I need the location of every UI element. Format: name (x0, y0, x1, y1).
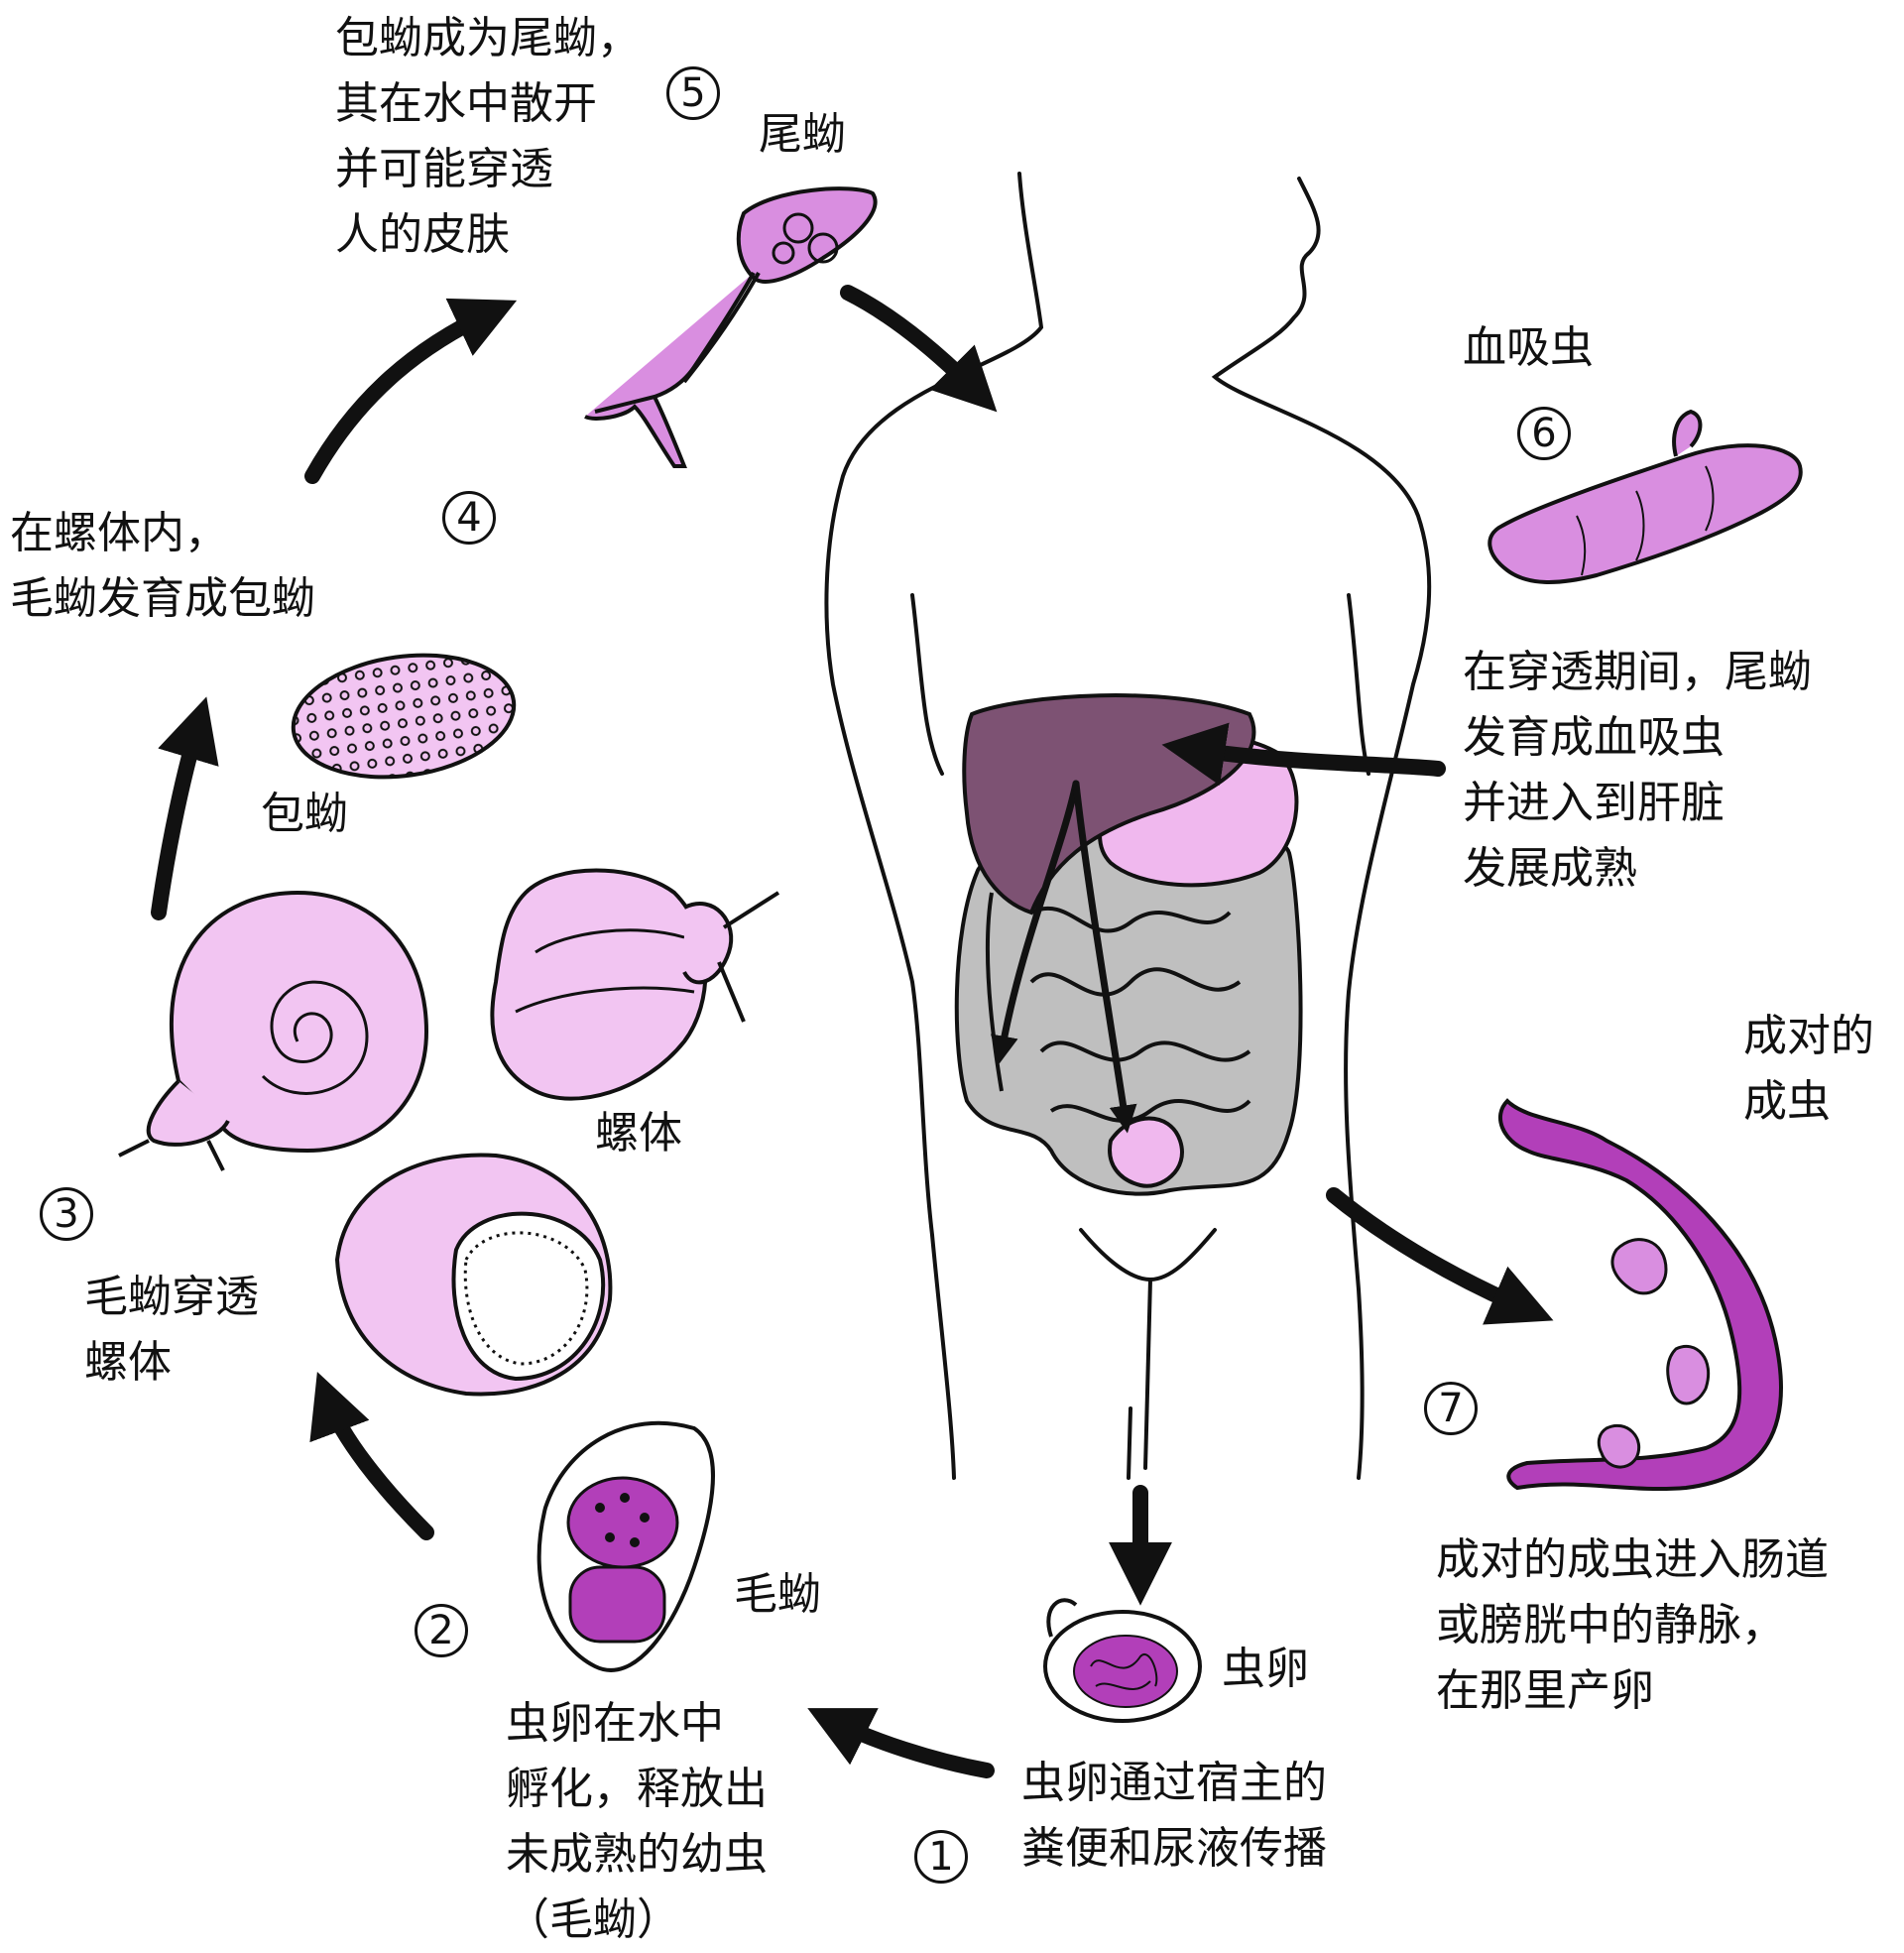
label-miracidium: 毛蚴 (734, 1569, 821, 1620)
step-5-number: 5 (666, 66, 720, 120)
step-5-text: 包蚴成为尾蚴， 其在水中散开 并可能穿透 人的皮肤 (335, 13, 641, 260)
sporocyst (291, 653, 517, 780)
step-2-text: 虫卵在水中 孵化，释放出 未成熟的幼虫 （毛蚴） (506, 1698, 768, 1945)
bladder (1108, 1116, 1184, 1188)
schistosomulum (1488, 409, 1803, 584)
step-6-number: 6 (1517, 407, 1571, 460)
label-snail: 螺体 (595, 1108, 682, 1159)
step-3-number: 3 (40, 1187, 93, 1241)
arrow-skin-to-liver (1161, 722, 1446, 786)
arrow-cercaria-to-human (840, 285, 998, 413)
label-egg: 虫卵 (1222, 1644, 1309, 1694)
label-sporocyst: 包蚴 (261, 789, 348, 839)
miracidium (536, 1420, 715, 1672)
label-cercaria: 尾蚴 (759, 109, 846, 160)
label-adult-pair: 成对的 成虫 (1743, 1011, 1874, 1127)
inner-flow-arrows (990, 780, 1137, 1134)
step-4-number: 4 (442, 491, 496, 545)
arrow-snail-to-sporocyst (151, 696, 219, 920)
step-2-number: 2 (415, 1604, 468, 1657)
arrow-miracidium-to-snail (309, 1372, 434, 1540)
egg (1043, 1598, 1202, 1723)
step-1-text: 虫卵通过宿主的 粪便和尿液传播 (1021, 1758, 1327, 1874)
cercaria (584, 186, 878, 468)
cycle-arrows (151, 285, 1554, 1778)
adult-worm-pair (1497, 1098, 1783, 1492)
step-6-text: 在穿透期间，尾蚴 发育成血吸虫 并进入到肝脏 发展成熟 (1463, 647, 1812, 894)
step-7-text: 成对的成虫进入肠道 或膀胱中的静脉， 在那里产卵 (1436, 1534, 1829, 1716)
arrow-body-to-adult-pair (1326, 1187, 1554, 1325)
snail-coiled (118, 890, 429, 1171)
snail-aperture (334, 1153, 613, 1397)
step-7-number: 7 (1424, 1382, 1478, 1435)
label-schistosomulum: 血吸虫 (1463, 322, 1594, 373)
step-4-text: 在螺体内， 毛蚴发育成包蚴 (10, 508, 315, 624)
arrow-egg-to-miracidium (807, 1708, 995, 1778)
snail-conical (490, 868, 780, 1101)
step-1-number: 1 (914, 1830, 968, 1884)
arrow-sporocyst-to-cercaria (304, 298, 518, 484)
step-3-text: 毛蚴穿透 螺体 (84, 1272, 259, 1388)
